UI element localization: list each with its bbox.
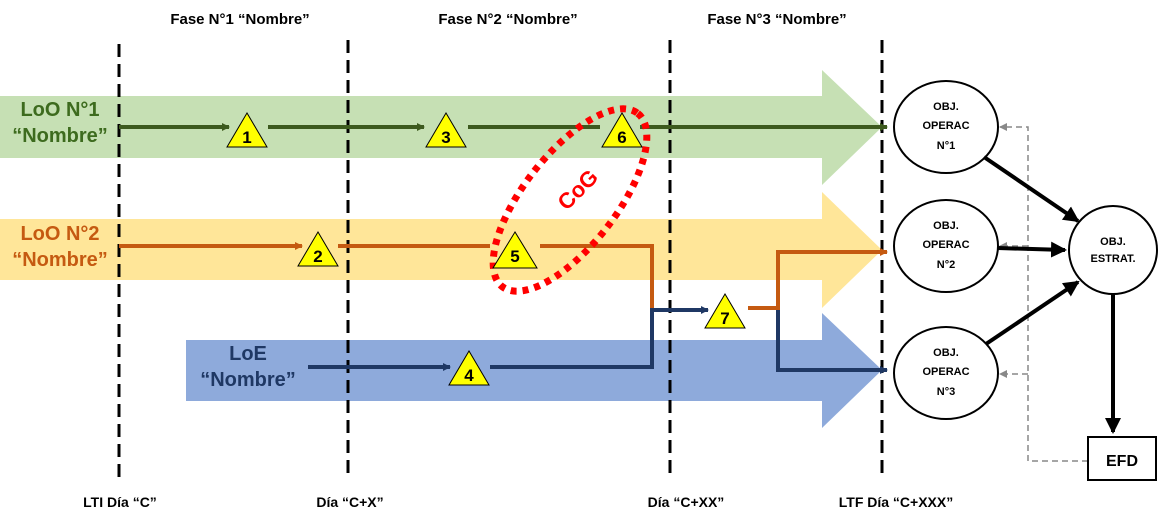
timeline-label-4: LTF Día “C+XXX”	[839, 494, 953, 510]
cog-label: CoG	[552, 164, 603, 215]
objective-line: OPERAC	[922, 120, 969, 132]
loe-arrow-c	[776, 310, 888, 374]
loo2-label: LoO N°2	[20, 223, 99, 245]
cog-ellipse	[489, 105, 651, 295]
loo1-name: “Nombre”	[12, 125, 108, 147]
loe-label: LoE	[229, 343, 267, 365]
timeline-label-2: Día “C+X”	[316, 494, 383, 510]
obj1-to-strategic-arrow	[982, 155, 1080, 223]
operational-objective-3: OBJ. OPERAC N°3	[893, 326, 999, 420]
marker-number: 7	[720, 309, 729, 328]
warning-triangle-icon	[492, 231, 538, 269]
phase-title-3: Fase N°3 “Nombre”	[707, 11, 846, 28]
decisive-point-5: 5	[492, 231, 538, 269]
operational-objective-2: OBJ. OPERAC N°2	[893, 199, 999, 293]
decisive-point-4: 4	[448, 350, 490, 386]
phase-title-1: Fase N°1 “Nombre”	[170, 11, 309, 28]
loo2-name: “Nombre”	[12, 249, 108, 271]
warning-triangle-icon	[448, 350, 490, 386]
marker-number: 3	[441, 128, 450, 147]
marker-number: 4	[464, 366, 474, 385]
objective-line: OPERAC	[922, 366, 969, 378]
marker-number: 1	[242, 128, 251, 147]
warning-triangle-icon	[297, 231, 339, 267]
loe-name: “Nombre”	[200, 369, 296, 391]
timeline-label-1: LTI Día “C”	[83, 494, 157, 510]
marker-number: 5	[510, 247, 519, 266]
obj2-to-strategic-arrow	[997, 241, 1067, 258]
objective-line: OBJ.	[933, 347, 959, 359]
timeline-label-3: Día “C+XX”	[648, 494, 725, 510]
decisive-point-3: 3	[425, 112, 467, 148]
warning-triangle-icon	[226, 112, 268, 148]
warning-triangle-icon	[601, 112, 643, 148]
loe-arrow-b	[490, 306, 709, 369]
obj3-to-strategic-arrow	[984, 280, 1080, 346]
decisive-point-1: 1	[226, 112, 268, 148]
loe-band-arrow	[186, 313, 882, 428]
loo2-band-arrow	[0, 192, 882, 308]
strategic-line-2: ESTRAT.	[1090, 253, 1135, 265]
end-state-box: EFD	[1087, 436, 1157, 481]
marker-number: 2	[313, 247, 322, 266]
objective-line: OPERAC	[922, 239, 969, 251]
warning-triangle-icon	[704, 293, 746, 329]
end-state-label: EFD	[1106, 453, 1138, 470]
decisive-point-6: 6	[601, 112, 643, 148]
objective-line: OBJ.	[933, 220, 959, 232]
objective-line: N°3	[937, 386, 955, 398]
objective-line: N°1	[937, 140, 955, 152]
loo2-arrow-c	[540, 244, 654, 310]
phase-title-2: Fase N°2 “Nombre”	[438, 11, 577, 28]
warning-triangle-icon	[425, 112, 467, 148]
feedback-line	[999, 123, 1088, 462]
objective-line: OBJ.	[933, 101, 959, 113]
objective-line: N°2	[937, 259, 955, 271]
operational-objective-1: OBJ. OPERAC N°1	[893, 80, 999, 174]
decisive-point-7: 7	[704, 293, 746, 329]
loo1-label: LoO N°1	[20, 99, 99, 121]
strategic-objective: OBJ. ESTRAT.	[1068, 205, 1158, 295]
decisive-point-2: 2	[297, 231, 339, 267]
marker-number: 6	[617, 128, 626, 147]
strategic-line-1: OBJ.	[1100, 236, 1126, 248]
loo2-arrow-d	[748, 248, 888, 310]
